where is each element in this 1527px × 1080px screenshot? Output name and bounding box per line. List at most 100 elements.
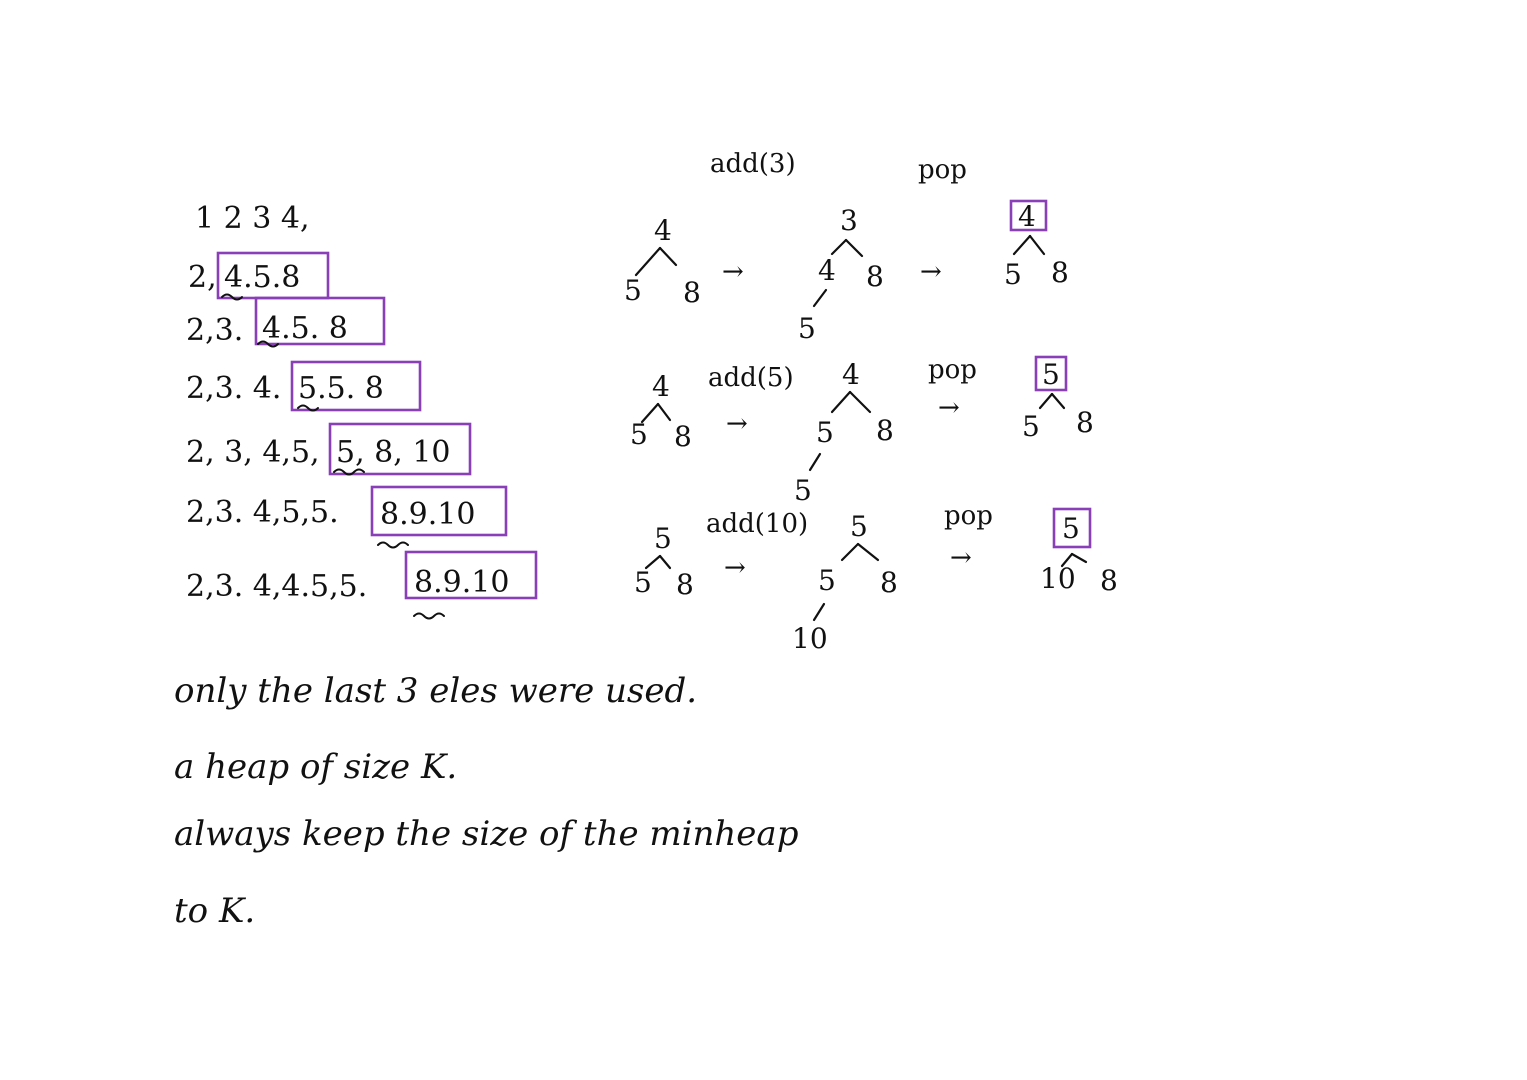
heap-node-right: 8: [866, 260, 884, 293]
heap-node-left: 5: [1022, 410, 1040, 443]
heap-edge: [840, 542, 860, 562]
sequence-row-4-prefix: 2, 3, 4,5,: [186, 435, 320, 470]
heap-after-2: 4 5 8 5: [794, 358, 894, 507]
heap-node-leftleft: 10: [792, 622, 828, 655]
heap-node-root: 4: [1018, 200, 1036, 233]
note-line-1: only the last 3 eles were used.: [174, 671, 697, 711]
op-label-3: add(10): [706, 509, 808, 539]
note-line-4: to K.: [174, 891, 255, 931]
window-box-4: [328, 422, 472, 476]
arrow-icon: →: [726, 409, 748, 439]
window-box-6: [404, 550, 538, 600]
heap-node-right: 8: [1100, 564, 1118, 597]
underline-mark-1: [221, 293, 243, 301]
heap-edge: [1028, 234, 1046, 256]
heap-node-left: 5: [634, 566, 652, 599]
heap-after-1: 3 4 8 5: [798, 204, 884, 345]
heap-edge: [848, 390, 872, 414]
heap-edge: [656, 402, 672, 422]
heap-result-3: 5 10 8: [1040, 507, 1118, 597]
heap-node-root: 5: [850, 510, 868, 543]
pop-label-2: pop: [928, 355, 977, 385]
heap-edge: [1038, 392, 1054, 410]
underline-mark-2: [257, 340, 279, 348]
heap-node-left: 5: [1004, 258, 1022, 291]
underline-mark-5: [377, 541, 409, 549]
heap-result-1: 4 5 8: [1004, 199, 1069, 291]
heap-edge: [658, 246, 678, 267]
arrow-icon: →: [724, 553, 746, 583]
sequence-list: 1 2 3 4, 2, 4.5.8 2,3. 4.5. 8 2,3. 4. 5.…: [186, 201, 538, 620]
heap-edge: [856, 542, 880, 562]
heap-edge: [830, 390, 852, 414]
sequence-row-4-window: 5, 8, 10: [336, 435, 451, 470]
window-box-5: [370, 485, 508, 537]
heap-node-right: 8: [674, 420, 692, 453]
sequence-row-5-window: 8.9.10: [380, 497, 475, 532]
heap-node-right: 8: [1076, 406, 1094, 439]
heap-edge: [640, 402, 660, 424]
heap-row-1: add(3) pop 4 5 8 → 3 4 8 5 → 4 5 8: [624, 149, 1069, 345]
heap-node-left: 4: [818, 254, 836, 287]
popped-root-box: [1009, 199, 1048, 232]
pop-label-3: pop: [944, 501, 993, 531]
heap-node-left: 10: [1040, 562, 1076, 595]
heap-result-2: 5 5 8: [1022, 355, 1094, 443]
heap-edge: [808, 452, 822, 472]
sequence-row-5-prefix: 2,3. 4,5,5.: [186, 495, 339, 530]
sequence-row-6-prefix: 2,3. 4,4.5,5.: [186, 569, 367, 604]
sequence-row-3-window: 5.5. 8: [298, 371, 384, 406]
heap-node-leftleft: 5: [798, 312, 816, 345]
note-line-3: always keep the size of the minheap: [174, 814, 798, 854]
heap-node-root: 5: [654, 522, 672, 555]
heap-node-root: 5: [1042, 358, 1060, 391]
heap-edge: [812, 288, 828, 308]
heap-node-left: 5: [818, 564, 836, 597]
heap-edge: [1060, 552, 1074, 568]
heap-edge: [1070, 552, 1088, 564]
heap-node-root: 5: [1062, 512, 1080, 545]
heap-node-left: 5: [630, 418, 648, 451]
arrow-icon: →: [938, 393, 960, 423]
sequence-row-2-prefix: 2,3.: [186, 313, 243, 348]
heap-node-leftleft: 5: [794, 474, 812, 507]
underline-mark-3: [297, 404, 319, 412]
heap-edge: [658, 554, 672, 570]
underline-mark-4: [333, 468, 365, 476]
heap-edge: [844, 238, 864, 258]
heap-node-root: 4: [842, 358, 860, 391]
arrow-icon: →: [950, 543, 972, 573]
window-box-3: [290, 360, 422, 412]
heap-node-root: 4: [652, 370, 670, 403]
heap-node-left: 5: [816, 416, 834, 449]
pop-label-1: pop: [918, 155, 967, 185]
sequence-row-2-window: 4.5. 8: [262, 311, 348, 346]
sequence-row-1-prefix: 2,: [188, 260, 217, 295]
heap-edge: [634, 246, 662, 277]
popped-root-box: [1034, 355, 1068, 392]
sequence-row-0-prefix: 1 2 3 4,: [195, 201, 310, 236]
heap-edge: [1050, 392, 1066, 410]
heap-edge: [830, 238, 848, 256]
heap-node-right: 8: [1051, 256, 1069, 289]
op-label-2: add(5): [708, 363, 794, 393]
heap-node-left: 5: [624, 274, 642, 307]
heap-node-right: 8: [683, 276, 701, 309]
heap-after-3: 5 5 8 10: [792, 510, 898, 655]
sequence-row-3-prefix: 2,3. 4.: [186, 371, 281, 406]
popped-root-box: [1052, 507, 1092, 549]
sequence-row-6-window: 8.9.10: [414, 565, 509, 600]
heap-edge: [644, 554, 662, 570]
sequence-row-1-window: 4.5.8: [224, 260, 300, 295]
heap-edge: [812, 602, 826, 622]
heap-row-2: add(5) pop 4 5 8 → 4 5 8 5 → 5 5 8: [630, 355, 1094, 507]
underline-mark-6: [413, 612, 445, 620]
heap-row-3: add(10) pop 5 5 8 → 5 5 8 10 → 5 10 8: [634, 501, 1118, 655]
window-box-2: [254, 296, 386, 346]
heap-node-root: 3: [840, 204, 858, 237]
heap-node-right: 8: [676, 568, 694, 601]
heap-before-2: 4 5 8: [630, 370, 692, 453]
heap-edge: [1012, 234, 1032, 256]
arrow-icon: →: [722, 257, 744, 287]
